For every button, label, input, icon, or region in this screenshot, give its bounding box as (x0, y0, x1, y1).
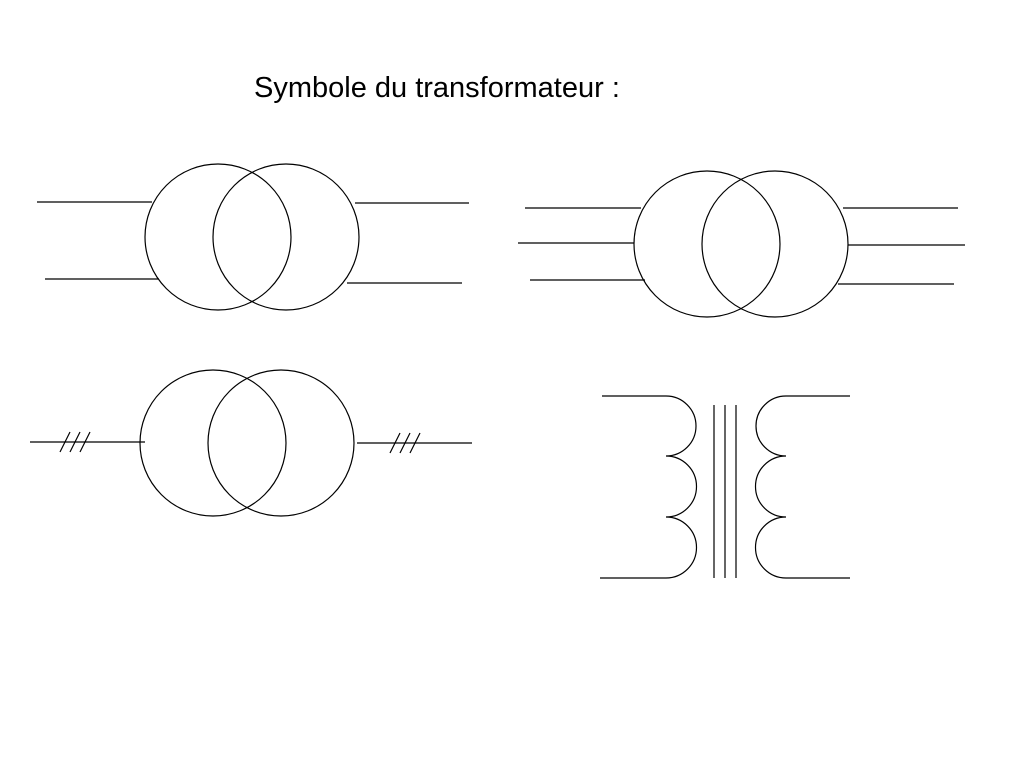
secondary-slash-marks (389, 432, 421, 454)
primary-slash-marks (59, 431, 91, 453)
secondary-winding-circle (207, 369, 355, 517)
three-phase-three-wire-symbol (518, 170, 965, 318)
secondary-winding-circle (212, 163, 360, 311)
single-phase-two-wire-symbol (37, 163, 469, 311)
page-title: Symbole du transformateur : (254, 72, 620, 104)
primary-coil (665, 395, 698, 579)
primary-winding-circle (633, 170, 781, 318)
primary-winding-circle (144, 163, 292, 311)
secondary-coil (754, 395, 787, 579)
secondary-winding-circle (701, 170, 849, 318)
coil-core-transformer-symbol (600, 395, 850, 579)
primary-winding-circle (139, 369, 287, 517)
three-phase-single-line-symbol (30, 369, 472, 517)
